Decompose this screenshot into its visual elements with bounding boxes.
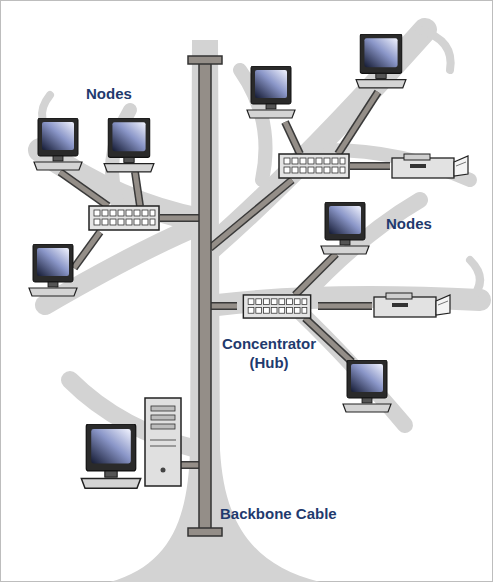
text-label: Backbone Cable <box>220 504 337 523</box>
computer-symbol <box>104 118 154 172</box>
hub-symbol <box>279 154 349 178</box>
printer-symbol <box>392 154 468 178</box>
cable-outline <box>60 92 390 465</box>
computer-symbol <box>343 360 391 412</box>
backbone-terminator <box>188 56 222 64</box>
computer-symbol <box>29 244 77 296</box>
computer-symbol <box>356 34 406 88</box>
computer-symbol <box>321 202 369 254</box>
computer-symbol <box>34 118 82 170</box>
text-label: Concentrator (Hub) <box>214 334 324 372</box>
computer-symbol <box>247 66 295 118</box>
printer-symbol <box>374 293 450 317</box>
hub-symbol <box>89 206 159 230</box>
tower-case <box>145 398 181 486</box>
backbone-terminator <box>188 528 222 536</box>
text-label: Nodes <box>386 214 432 233</box>
text-label: Nodes <box>86 84 132 103</box>
backbone-cable <box>199 60 211 532</box>
hub-symbol <box>243 295 310 318</box>
cable <box>60 92 390 465</box>
tree-silhouette <box>40 30 480 450</box>
computer-symbol <box>81 424 140 488</box>
